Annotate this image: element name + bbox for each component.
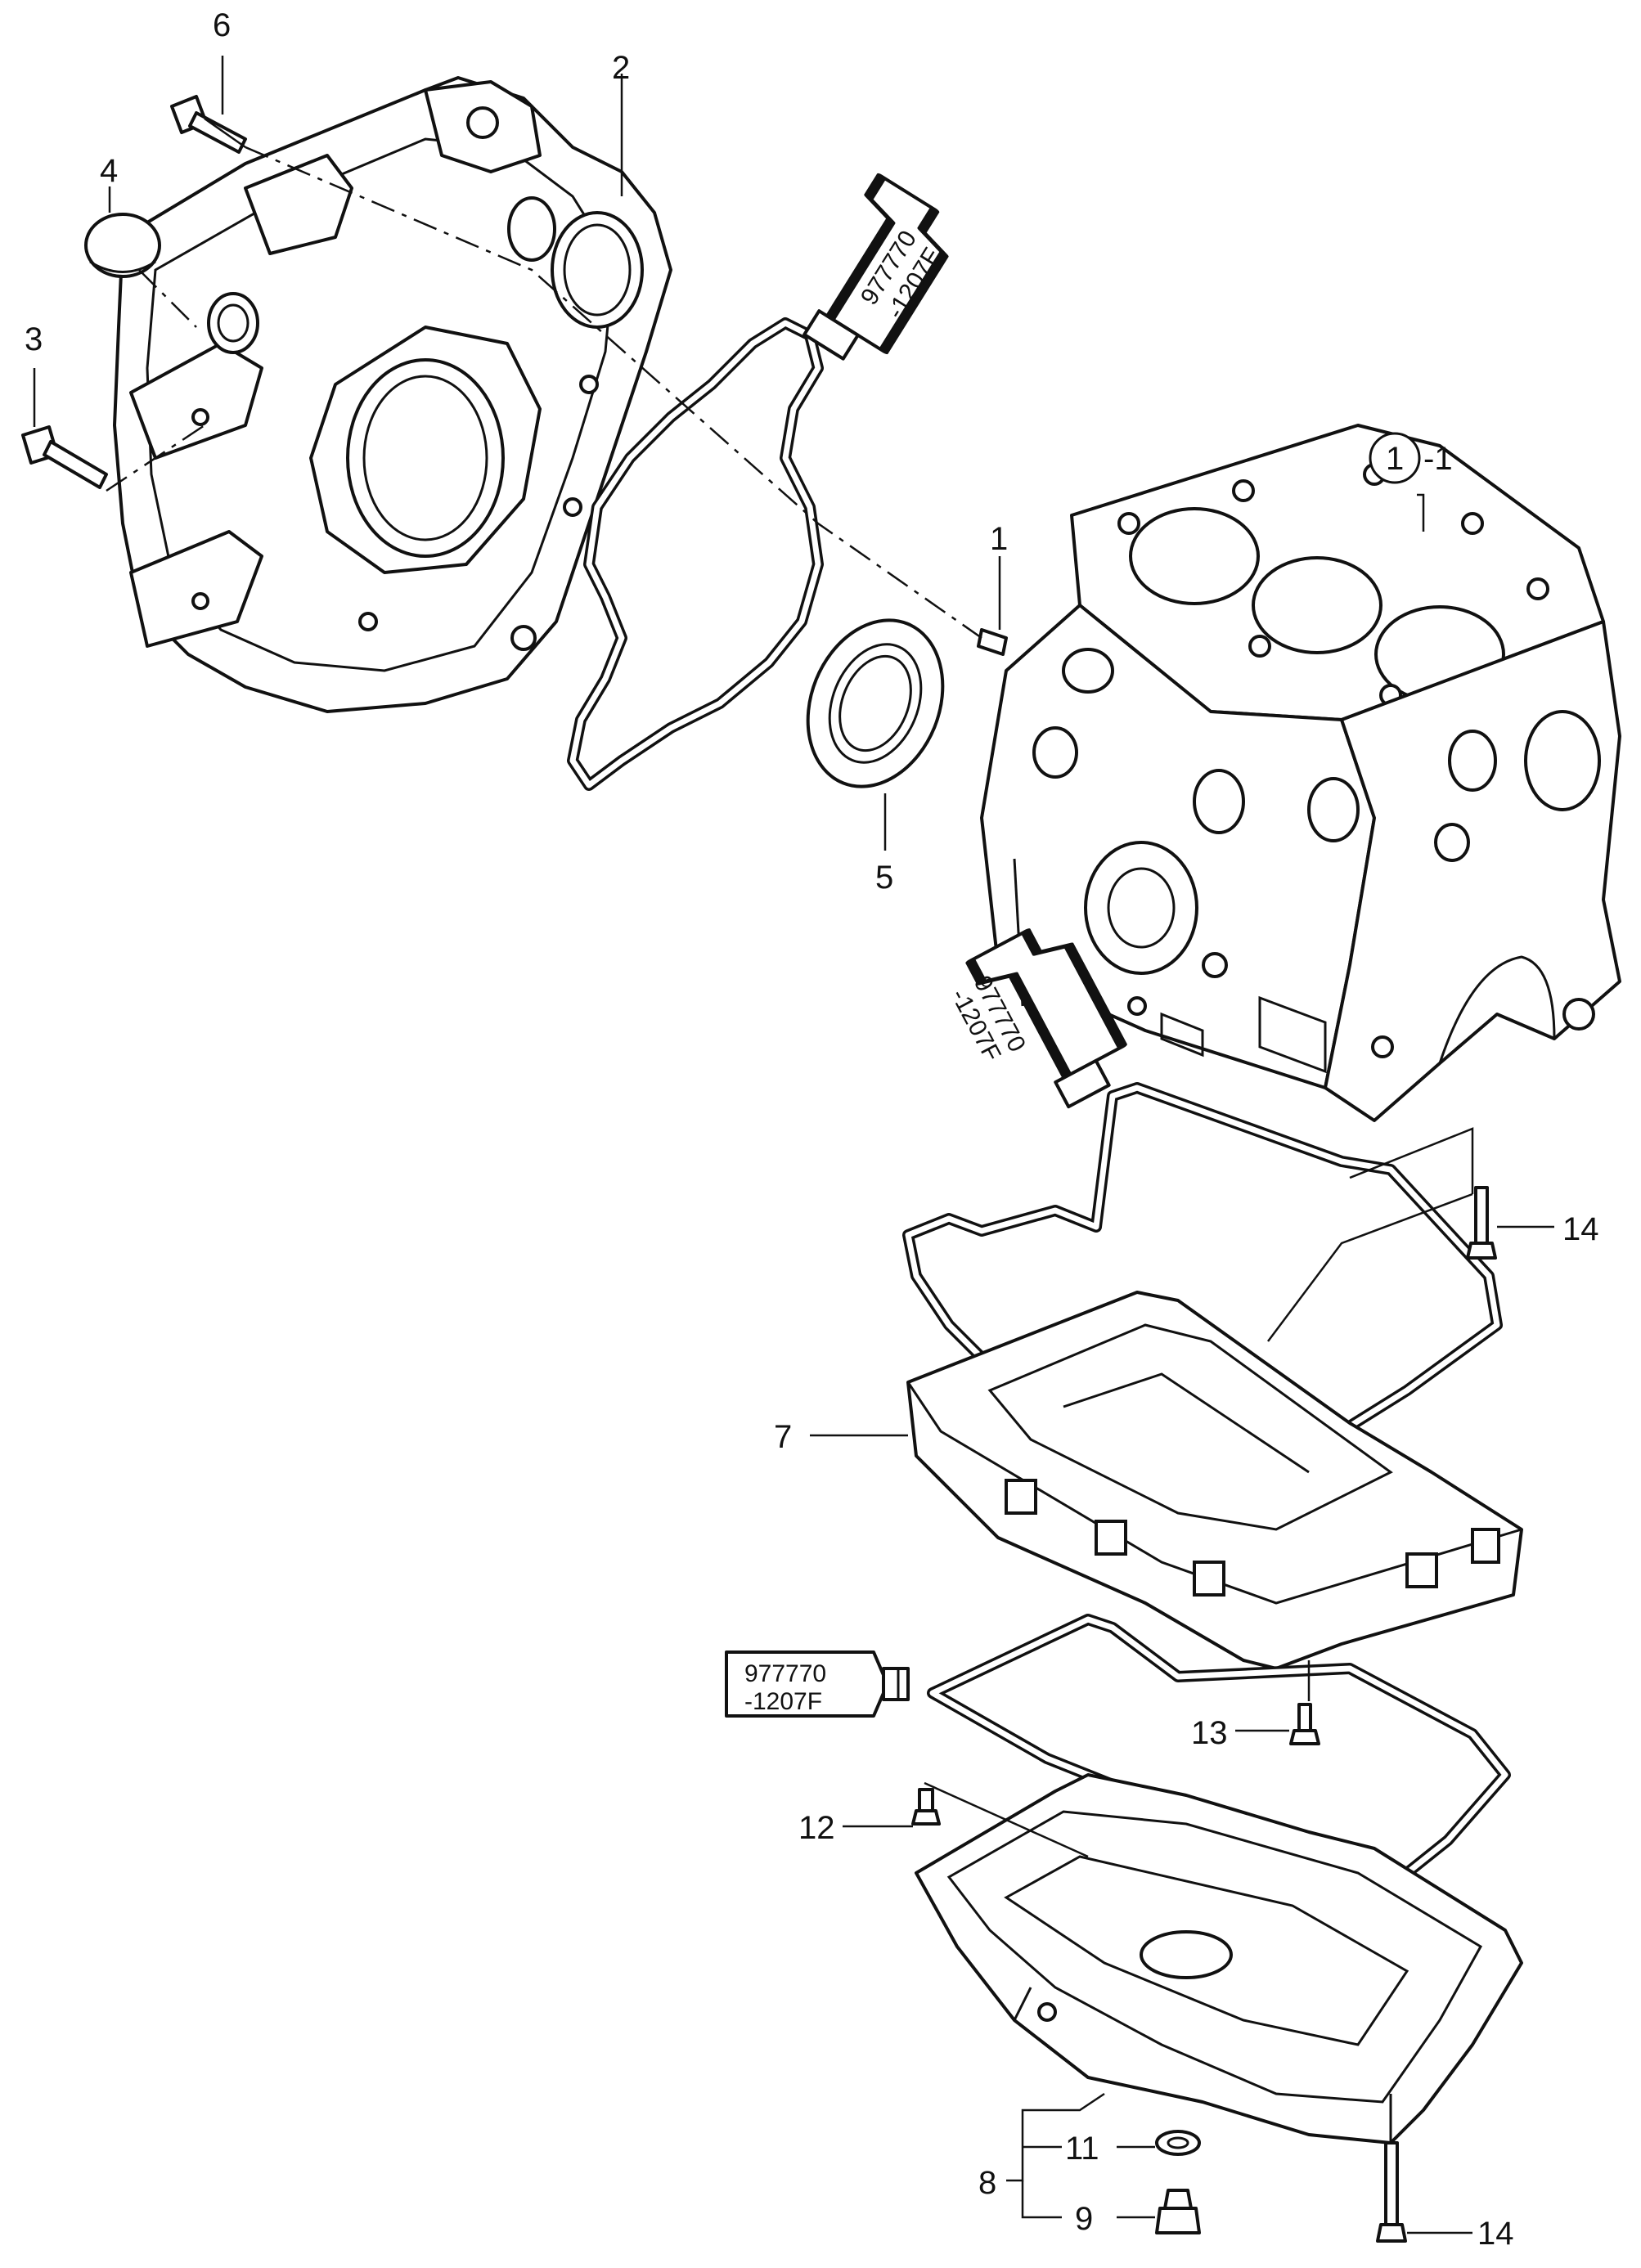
callout-1-1-circle: 1: [1386, 441, 1404, 477]
bolt-13: [1289, 1703, 1320, 1745]
callout-labels: 6 2 4 3 1 1 -1 5 7 14 13 12 8 11 9 14: [25, 7, 1599, 2252]
callout-9: 9: [1075, 2201, 1093, 2237]
bolt-12: [911, 1788, 941, 1826]
sealant-tube-top: [803, 173, 949, 361]
bolt-14-lower: [1376, 2141, 1407, 2243]
callout-1-1: 1 -1: [1369, 432, 1453, 484]
sealant-tube-bottom: [725, 1650, 910, 1718]
sealant-tube-bottom-code-line1: 977770: [744, 1660, 826, 1687]
drain-plug: [1155, 2189, 1201, 2234]
callout-4: 4: [100, 153, 118, 189]
flywheel-housing: [113, 76, 672, 713]
callout-14-lower: 14: [1477, 2216, 1514, 2252]
callout-8: 8: [978, 2165, 996, 2201]
callout-7: 7: [774, 1419, 792, 1455]
cylinder-block: [980, 424, 1621, 1122]
assembly-centerlines: [106, 146, 1474, 1858]
bolt-3: [21, 425, 108, 489]
callout-14-upper: 14: [1562, 1211, 1599, 1247]
dowel-pin: [977, 628, 1008, 656]
callout-3: 3: [25, 321, 43, 357]
callout-1: 1: [990, 521, 1008, 557]
callout-5: 5: [875, 860, 893, 896]
plug-4: [84, 213, 161, 278]
drain-washer: [1155, 2130, 1201, 2156]
housing-gasket: [567, 317, 824, 791]
callout-12: 12: [798, 1810, 835, 1846]
oil-pan-ladder: [906, 1291, 1523, 1670]
bolt-14-upper: [1466, 1186, 1497, 1260]
callout-2: 2: [612, 50, 630, 86]
callout-11: 11: [1065, 2131, 1099, 2167]
callout-6: 6: [213, 7, 231, 43]
callout-1-1-suffix: -1: [1423, 441, 1453, 477]
callout-13: 13: [1191, 1715, 1228, 1751]
callout-leaders: [33, 56, 1554, 2234]
sealant-tube-bottom-code-line2: -1207F: [744, 1688, 822, 1715]
bolt-6: [170, 95, 247, 154]
oil-seal: [806, 618, 945, 788]
oil-pan: [915, 1773, 1523, 2144]
sealant-tube-middle: [965, 928, 1127, 1109]
